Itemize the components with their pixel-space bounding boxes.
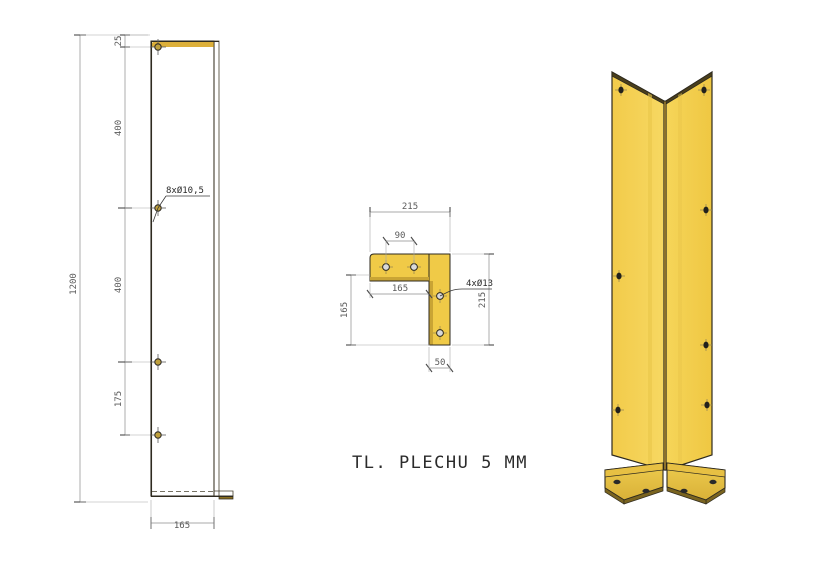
leader-section-hole-callout [439,288,492,297]
dimension-section-height [452,253,494,346]
dim-label-section-leg-horizontal: 165 [392,284,408,294]
dim-label-front-width: 165 [174,521,190,531]
hole-marker [700,339,712,351]
iso-view-geometry [611,70,713,471]
dim-label-chain-400-upper: 400 [114,120,124,136]
hole-marker [701,399,713,411]
plate-thickness-note: TL. PLECHU 5 MM [352,453,528,473]
dimension-section-width [369,207,451,252]
hole-marker [700,204,712,216]
dim-label-chain-400-lower: 400 [114,277,124,293]
dimension-section-leg-vertical [346,274,430,346]
dimension-overall-height [74,34,148,503]
hole-marker [150,354,166,370]
dim-label-chain-25: 25 [114,36,124,47]
hole-marker [698,84,710,96]
front-view-holes [150,39,166,443]
hole-marker [613,270,625,282]
dimension-section-flange [425,347,454,373]
callout-section-holes: 4xØ13 [466,278,493,289]
dim-label-section-width: 215 [402,202,418,212]
callout-front-holes: 8xØ10,5 [166,185,204,196]
hole-marker [615,84,627,96]
dimension-section-hole-spacing [382,236,418,264]
dim-label-section-flange: 50 [435,358,446,368]
front-plate-geometry [150,40,234,500]
dim-label-overall-height: 1200 [69,273,79,295]
dim-label-section-leg-vertical: 165 [340,302,350,318]
iso-base-plates [604,462,726,505]
dimension-chain-front [118,34,150,436]
dimension-front-width [150,500,215,529]
leader-front-hole-callout [152,195,210,223]
dimension-section-leg-horizontal [366,283,433,299]
dim-label-chain-175: 175 [114,391,124,407]
dim-label-section-hole-spacing: 90 [395,231,406,241]
hole-marker [150,427,166,443]
section-view-holes [379,260,447,340]
hole-marker [612,404,624,416]
hole-marker [150,39,166,55]
dim-label-section-height: 215 [478,292,488,308]
iso-panel-holes [612,84,713,416]
hole-marker [433,326,447,340]
